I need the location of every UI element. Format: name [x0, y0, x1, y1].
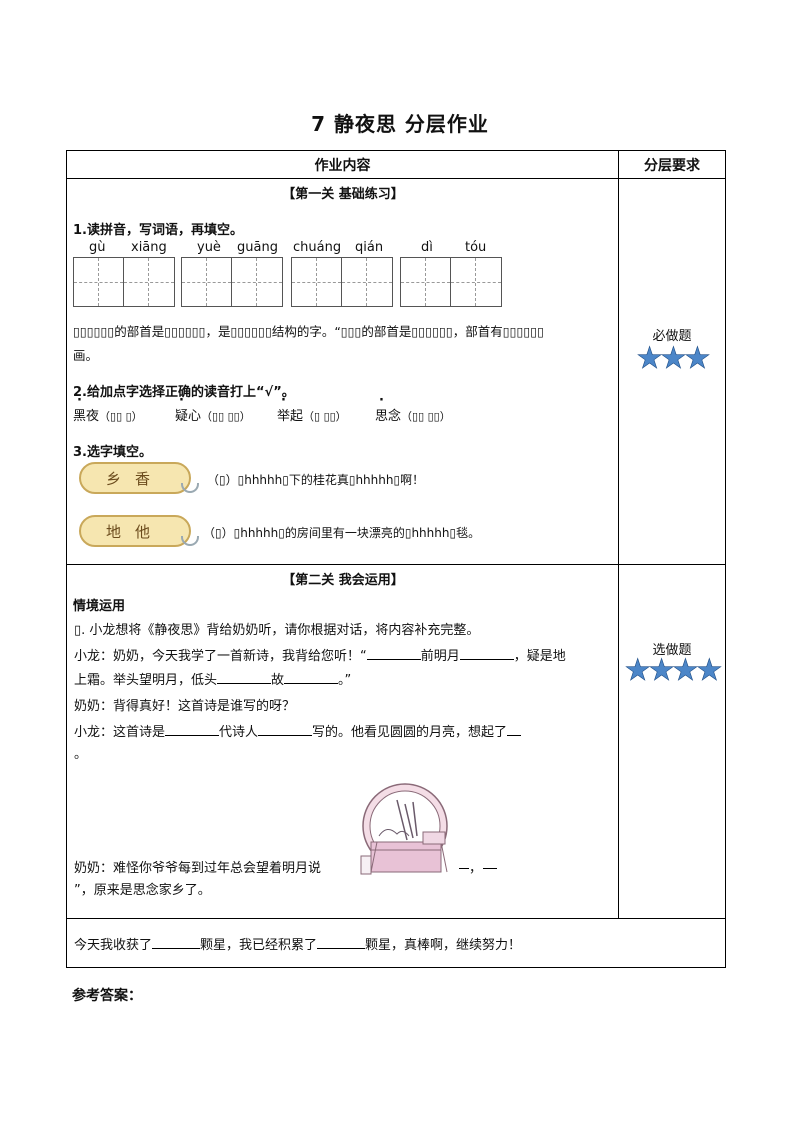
- level2-title: 【第二关 我会运用】: [282, 573, 404, 588]
- q2-item: 思念（▯▯ ▯▯）: [375, 405, 451, 424]
- tag-tail-icon: [181, 536, 199, 546]
- answer-blank[interactable]: [165, 724, 220, 736]
- header-requirement: 分层要求: [644, 157, 700, 174]
- header-content: 作业内容: [67, 151, 619, 178]
- q3-sentence1: （▯）▯hhhhh▯下的桂花真▯hhhhh▯啊！: [207, 473, 425, 487]
- dialog-line: 奶奶：难怪你爷爷每到过年总会望着明月说: [74, 861, 322, 876]
- writing-grid[interactable]: [181, 257, 283, 307]
- q3-label: 3.选字填空。: [73, 445, 152, 460]
- pinyin: gù: [89, 240, 106, 255]
- answer-blank[interactable]: [459, 648, 514, 660]
- answer-blank[interactable]: [317, 937, 366, 949]
- level2-content: 【第二关 我会运用】 情境运用 ▯. 小龙想将《静夜思》背给奶奶听，请你根据对话…: [67, 565, 619, 918]
- pinyin: qián: [355, 240, 384, 255]
- q2-item: 黑夜（▯▯ ▯）: [73, 405, 143, 424]
- answer-blank[interactable]: [366, 648, 421, 660]
- summary-row: 今天我收获了颗星，我已经积累了颗星，真棒啊，继续努力！: [67, 919, 725, 967]
- pinyin: dì: [421, 240, 433, 255]
- level1-row: 【第一关 基础练习】 1.读拼音，写词语，再填空。 gù xiāng yuè g…: [67, 179, 725, 565]
- summary-content: 今天我收获了颗星，我已经积累了颗星，真棒啊，继续努力！: [67, 919, 725, 967]
- answer-blank[interactable]: [258, 724, 313, 736]
- summary-text: 今天我收获了颗星，我已经积累了颗星，真棒啊，继续努力！: [74, 937, 522, 953]
- star-icon: ★★★: [636, 341, 711, 377]
- dialog-line: 奶奶：背得真好！这首诗是谁写的呀？: [74, 699, 296, 714]
- pinyin: tóu: [465, 240, 487, 255]
- answer-blank[interactable]: [483, 857, 497, 869]
- answer-blank[interactable]: [152, 937, 201, 949]
- dialog-line: 小龙：这首诗是代诗人写的。他看见圆圆的月亮，想起了: [74, 721, 522, 740]
- writing-grid[interactable]: [400, 257, 502, 307]
- writing-grid[interactable]: [73, 257, 175, 307]
- level2-subtitle: 情境运用: [73, 599, 126, 614]
- level1-title: 【第一关 基础练习】: [282, 187, 404, 202]
- optional-label: 选做题: [652, 643, 692, 658]
- pinyin: xiāng: [131, 240, 167, 255]
- dialog-line: 上霜。举头望明月，低头故。”: [74, 672, 352, 688]
- dialog-line: 。: [74, 747, 88, 762]
- word-tag-ta: 地他: [79, 515, 191, 547]
- tag-tail-icon: [181, 483, 199, 493]
- pinyin: guāng: [237, 240, 278, 255]
- comma-text: ，: [469, 861, 483, 876]
- answer-blank[interactable]: [284, 672, 339, 684]
- level1-content: 【第一关 基础练习】 1.读拼音，写词语，再填空。 gù xiāng yuè g…: [67, 179, 619, 564]
- word-tag-xiang: 乡香: [79, 462, 191, 494]
- writing-grid[interactable]: [291, 257, 393, 307]
- q1-text-line2: 画。: [73, 348, 99, 363]
- level2-intro: ▯. 小龙想将《静夜思》背给奶奶听，请你根据对话，将内容补充完整。: [74, 623, 480, 638]
- dialog-line: 小龙：奶奶，今天我学了一首新诗，我背给您听！“前明月，疑是地: [74, 648, 566, 664]
- level2-requirement: 选做题 ★★★★: [619, 565, 725, 918]
- required-label: 必做题: [652, 329, 692, 344]
- table-header: 作业内容 分层要求: [67, 151, 725, 179]
- star-icon: ★★★★: [624, 653, 723, 689]
- level1-requirement: 必做题 ★★★: [619, 179, 725, 564]
- q1-text-line1: ▯▯▯▯▯▯的部首是▯▯▯▯▯▯，是▯▯▯▯▯▯结构的字。“▯▯▯的部首是▯▯▯…: [73, 324, 544, 339]
- pinyin: yuè: [197, 240, 221, 255]
- moon-window-illustration: [360, 783, 448, 875]
- answers-label: 参考答案：: [72, 988, 142, 1004]
- answer-blank[interactable]: [507, 724, 522, 736]
- pinyin: chuáng: [293, 240, 342, 255]
- level2-row: 【第二关 我会运用】 情境运用 ▯. 小龙想将《静夜思》背给奶奶听，请你根据对话…: [67, 565, 725, 919]
- page-title: 7 静夜思 分层作业: [311, 112, 489, 136]
- q2-item: 疑心（▯▯ ▯▯）: [175, 405, 251, 424]
- homework-table: 作业内容 分层要求 【第一关 基础练习】 1.读拼音，写词语，再填空。 gù x…: [66, 150, 726, 968]
- q2-item: 举起（▯ ▯▯）: [277, 405, 347, 424]
- answer-blank[interactable]: [217, 672, 272, 684]
- q3-sentence2: （▯）▯hhhhh▯的房间里有一块漂亮的▯hhhhh▯毯。: [203, 526, 481, 540]
- q1-label: 1.读拼音，写词语，再填空。: [73, 223, 243, 238]
- dialog-line: ”，原来是思念家乡了。: [74, 883, 211, 898]
- answer-blank[interactable]: [459, 857, 469, 869]
